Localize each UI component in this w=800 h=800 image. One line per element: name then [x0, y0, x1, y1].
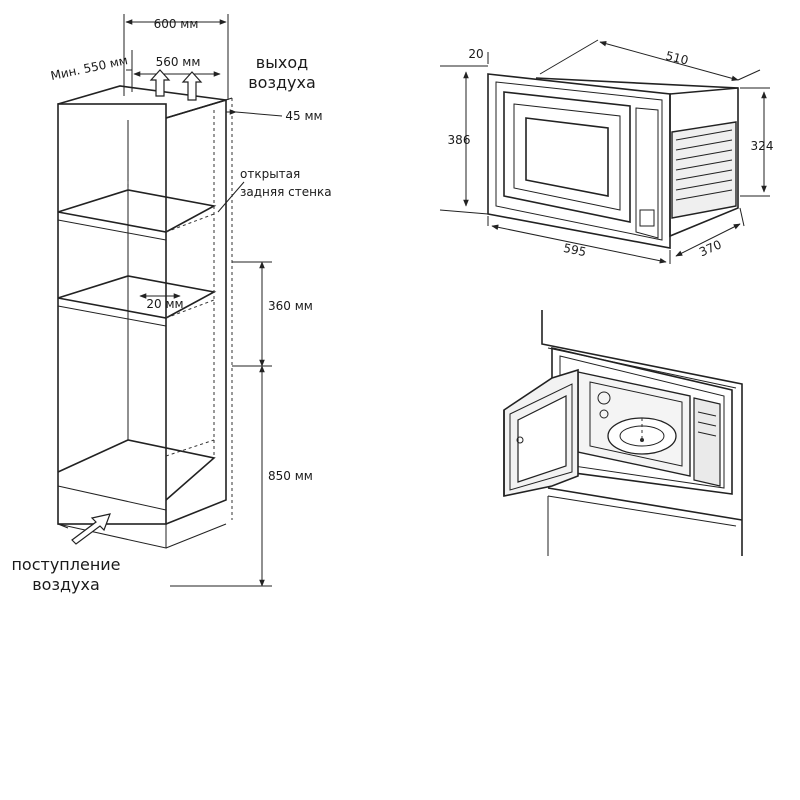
- front-width-label: 595: [562, 241, 587, 259]
- body-height-label: 324: [751, 139, 774, 153]
- shelf-gap-label: 20 мм: [146, 297, 183, 311]
- shelf-middle: [57, 275, 217, 319]
- cabinet-dimensions: 600 мм Мин. 550 мм 560 мм выход воздуха …: [11, 14, 332, 594]
- front-height-label: 386: [448, 133, 471, 147]
- cabinet-front-frame: [57, 103, 167, 525]
- air-in-arrow: [71, 513, 111, 545]
- microwave-door: [503, 91, 631, 223]
- microwave-front-frame: [487, 73, 671, 249]
- cabinet-top: [57, 85, 227, 119]
- cabinet-inner-width-label: 560 мм: [156, 55, 201, 69]
- cabinet-drawing: [57, 85, 233, 549]
- body-width-label: 510: [664, 49, 690, 68]
- niche-wall: [541, 310, 743, 556]
- niche-height-label: 360 мм: [268, 299, 313, 313]
- cabinet-width-label: 600 мм: [154, 17, 199, 31]
- air-in-label-1: поступление: [11, 555, 120, 574]
- air-in-label-2: воздуха: [32, 575, 100, 594]
- gap-label: 45 мм: [285, 109, 322, 123]
- microwave-dimension-drawing: 386 20 510 324 595 370: [439, 39, 774, 264]
- air-out-label-1: выход: [256, 53, 308, 72]
- back-wall-label-1: открытая: [240, 167, 300, 181]
- cabinet-bottom: [57, 439, 216, 501]
- shelf-top: [57, 189, 217, 233]
- cabinet-min-depth-label: Мин. 550 мм: [49, 53, 129, 83]
- body-depth-label: 370: [697, 237, 724, 259]
- cabinet-right-side: [165, 98, 227, 525]
- base-height-label: 850 мм: [268, 469, 313, 483]
- back-wall-label-2: задняя стенка: [240, 185, 332, 199]
- frame-depth-label: 20: [468, 47, 483, 61]
- air-out-label-2: воздуха: [248, 73, 316, 92]
- air-out-arrows: [149, 69, 203, 101]
- installed-microwave-drawing: [503, 310, 743, 556]
